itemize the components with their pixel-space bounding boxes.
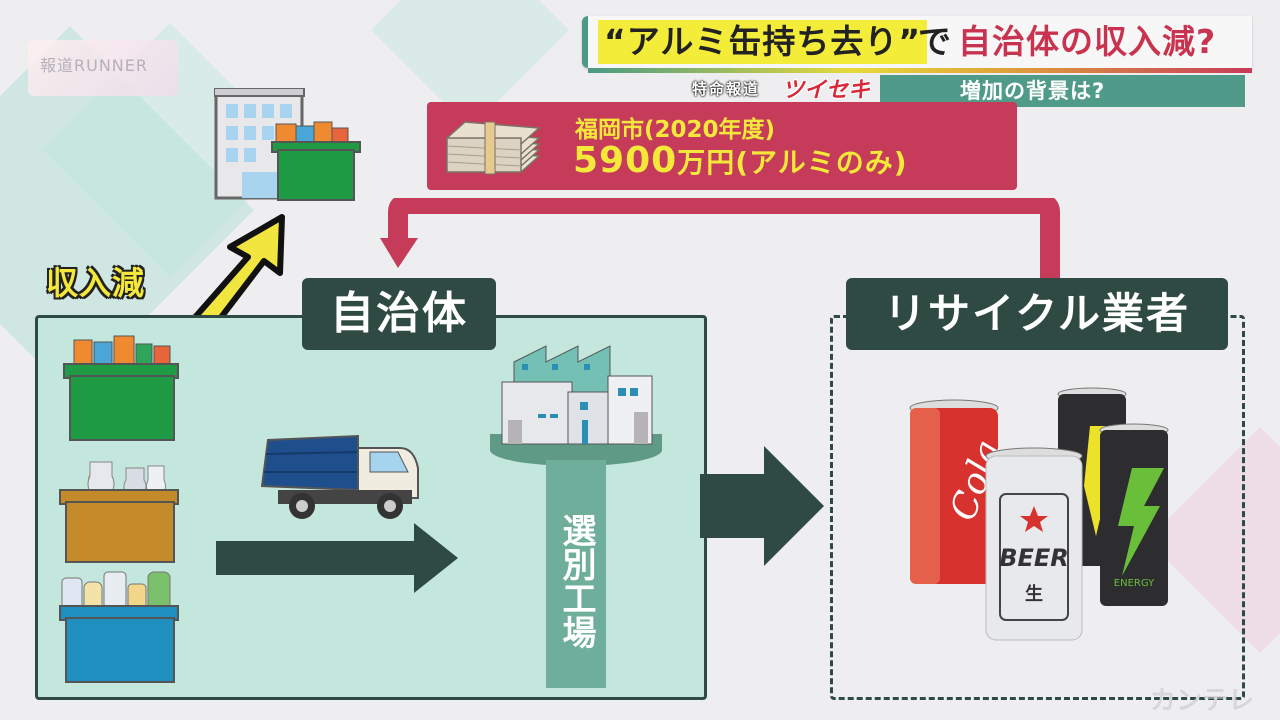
revenue-amount-number: 5900	[573, 140, 678, 181]
cola-can: Cola	[909, 399, 1009, 584]
energy-can-front: ENERGY	[1099, 423, 1169, 606]
title-bar: “アルミ缶持ち去り” で 自治体の収入減?	[582, 16, 1252, 73]
watermark: 報道RUNNER	[28, 40, 178, 96]
revenue-amount: 5900万円(アルミのみ)	[573, 140, 908, 181]
beer-can: BEER 生	[985, 447, 1083, 641]
aluminum-cans-icon: Cola ENERGY BEER 生	[909, 387, 1169, 641]
revenue-city: 福岡市(2020年度)	[575, 117, 776, 143]
svg-text:BEER: BEER	[999, 544, 1069, 572]
flow-arrow-money	[380, 198, 1060, 278]
can-bin-icon	[63, 335, 179, 441]
money-stack-icon	[445, 121, 541, 175]
sorting-factory-icon	[490, 345, 662, 466]
garbage-truck-icon	[260, 434, 419, 519]
glass-bottle-bin-icon	[59, 461, 179, 563]
broadcaster-logo: カンテレ	[1150, 686, 1255, 716]
sorting-plant-pillar: 選別工場	[546, 460, 606, 688]
green-recycling-bin-icon	[271, 121, 361, 201]
subtitle-text: 増加の背景は?	[960, 79, 1106, 103]
title-underline	[588, 68, 1252, 73]
municipality-label-text: 自治体	[330, 288, 468, 339]
watermark-text: 報道RUNNER	[40, 56, 148, 75]
program-name: 特命報道	[692, 80, 761, 98]
revenue-box: 福岡市(2020年度) 5900万円(アルミのみ)	[427, 102, 1017, 190]
plastic-bottle-bin-icon	[59, 571, 179, 683]
program-logo: ツイセキ	[782, 78, 871, 103]
city-hall-icon	[214, 88, 361, 201]
revenue-amount-unit: 万円(アルミのみ)	[677, 146, 908, 179]
income-down-label: 収入減	[46, 264, 146, 302]
title-main: 自治体の収入減?	[958, 22, 1217, 61]
municipality-label: 自治体	[302, 278, 496, 350]
recycler-label-text: リサイクル業者	[884, 289, 1190, 338]
recycler-label: リサイクル業者	[846, 278, 1228, 350]
subtitle-bar: 増加の背景は?	[880, 75, 1245, 107]
title-quoted: “アルミ缶持ち去り”	[598, 20, 928, 64]
svg-text:ENERGY: ENERGY	[1114, 578, 1155, 589]
svg-text:生: 生	[1025, 583, 1043, 605]
flow-arrow-to-recycler	[700, 446, 824, 566]
flow-arrow-to-plant	[216, 523, 458, 593]
sorting-plant-label: 選別工場	[556, 513, 596, 649]
title-connector: で	[918, 22, 951, 61]
